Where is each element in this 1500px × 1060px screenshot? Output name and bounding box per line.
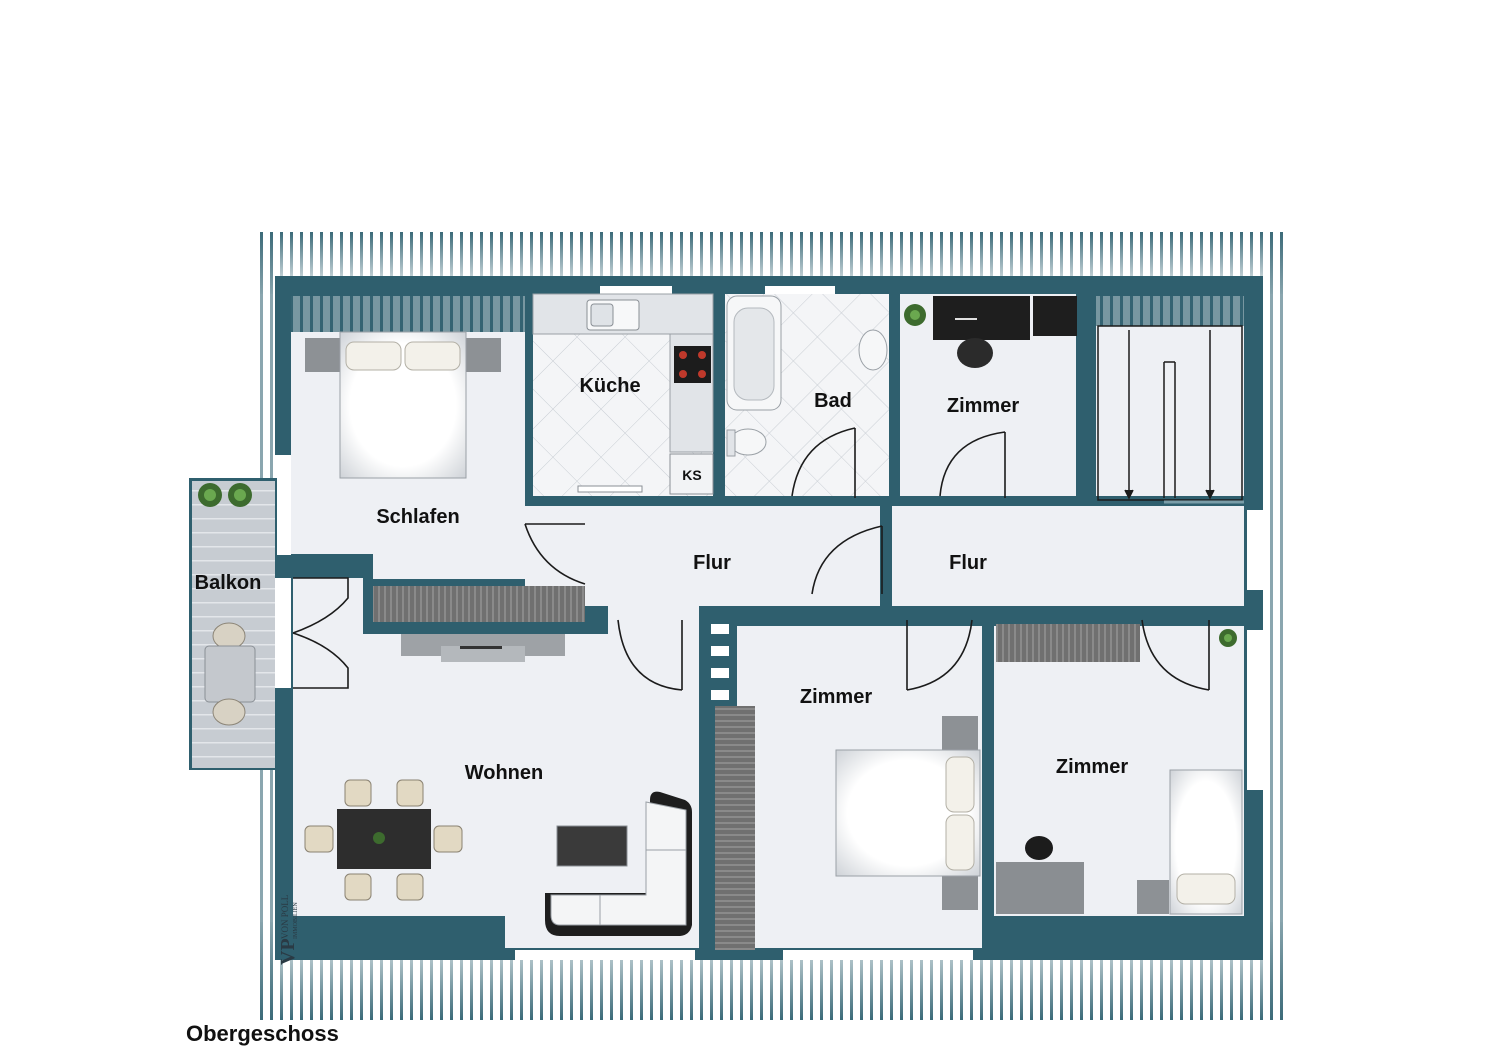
room-label-bad: Bad xyxy=(814,390,852,412)
windows xyxy=(275,286,1263,960)
doors xyxy=(292,427,1210,691)
stairs xyxy=(1097,325,1244,504)
svg-text:VP: VP xyxy=(277,938,299,965)
room-label-zimmer-right: Zimmer xyxy=(1056,756,1128,778)
room-label-schlafen: Schlafen xyxy=(376,506,459,528)
room-label-balkon: Balkon xyxy=(195,572,262,594)
company-logo: VP VON POLL IMMOBILIEN xyxy=(277,895,299,965)
bedroom-furniture xyxy=(305,331,585,662)
right-room-furniture xyxy=(996,624,1243,915)
bath-furniture xyxy=(726,295,888,457)
svg-text:VON POLL: VON POLL xyxy=(280,895,290,939)
room-label-wohnen: Wohnen xyxy=(465,762,544,784)
room-label-zimmer-top: Zimmer xyxy=(947,395,1019,417)
room-label-zimmer-mid: Zimmer xyxy=(800,686,872,708)
room-label-kueche: Küche xyxy=(579,375,640,397)
living-furniture xyxy=(304,779,692,936)
floor-name: Obergeschoss xyxy=(186,1021,339,1046)
desk-furniture xyxy=(904,296,1077,368)
balcony xyxy=(189,478,291,770)
mid-room-furniture xyxy=(709,616,981,950)
kitchen-furniture xyxy=(532,293,714,495)
svg-text:IMMOBILIEN: IMMOBILIEN xyxy=(293,902,299,939)
room-label-flur-right: Flur xyxy=(949,552,987,574)
ks-label: KS xyxy=(682,467,701,483)
room-label-flur-left: Flur xyxy=(693,552,731,574)
room-labels: Schlafen Küche Bad Zimmer Flur Flur Balk… xyxy=(195,375,1129,784)
